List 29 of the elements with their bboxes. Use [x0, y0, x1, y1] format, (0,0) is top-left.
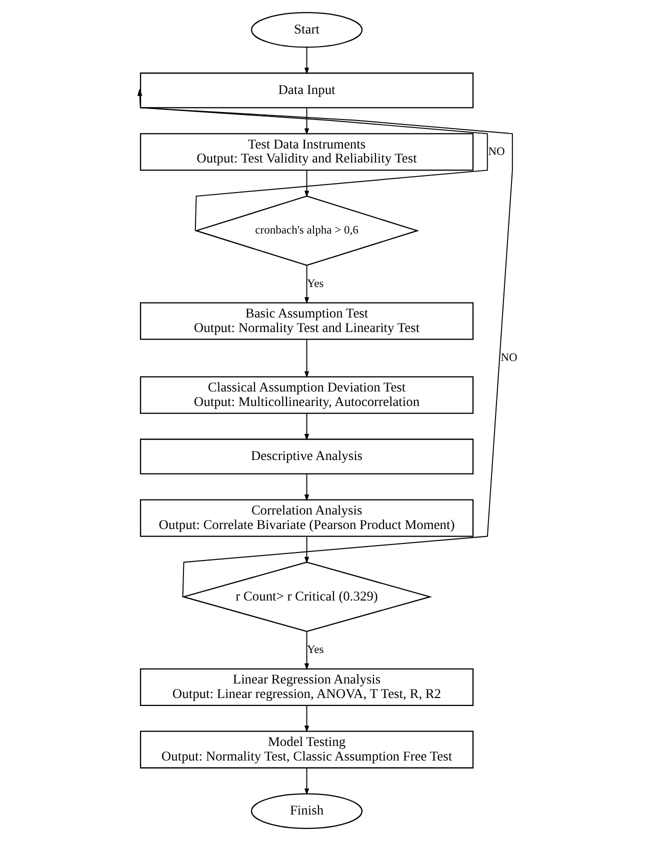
edge-label: NO [500, 352, 517, 364]
arrow [137, 88, 488, 232]
arrow [304, 170, 309, 198]
arrow [304, 338, 309, 378]
arrow [304, 413, 309, 441]
node-box: Classical Assumption Deviation Test Output: Multicollinearity, Autocorrelation [139, 376, 474, 414]
arrow [304, 474, 309, 502]
node-box: Linear Regression Analysis Output: Linear regression, ANOVA, T Test, R, R2 [139, 668, 474, 706]
node-box: Test Data Instruments Output: Test Validity and Reliability Test [139, 133, 474, 171]
arrow [304, 630, 309, 670]
node-ellipse: Start [250, 12, 362, 48]
arrow [304, 536, 309, 564]
node-diamond: cronbach's alpha > 0,6 [194, 196, 419, 266]
arrow [137, 88, 512, 598]
edge-label: Yes [306, 278, 324, 290]
edge-label: NO [488, 146, 504, 158]
node-ellipse: Finish [250, 793, 362, 829]
arrow [304, 108, 309, 136]
edge-label: Yes [306, 644, 324, 656]
node-box: Descriptive Analysis [139, 438, 474, 474]
arrow [304, 705, 309, 732]
arrow [304, 264, 309, 304]
node-box: Correlation Analysis Output: Correlate Bivariate (Pearson Product Moment) [139, 499, 474, 537]
arrow [304, 768, 309, 796]
node-box: Basic Assumption Test Output: Normality Test and Linearity Test [139, 302, 474, 340]
node-diamond: r Count> r Critical (0.329) [180, 562, 432, 632]
arrow [304, 47, 309, 74]
node-box: Data Input [139, 72, 474, 108]
node-box: Model Testing Output: Normality Test, Classic Assumption Free Test [139, 730, 474, 768]
